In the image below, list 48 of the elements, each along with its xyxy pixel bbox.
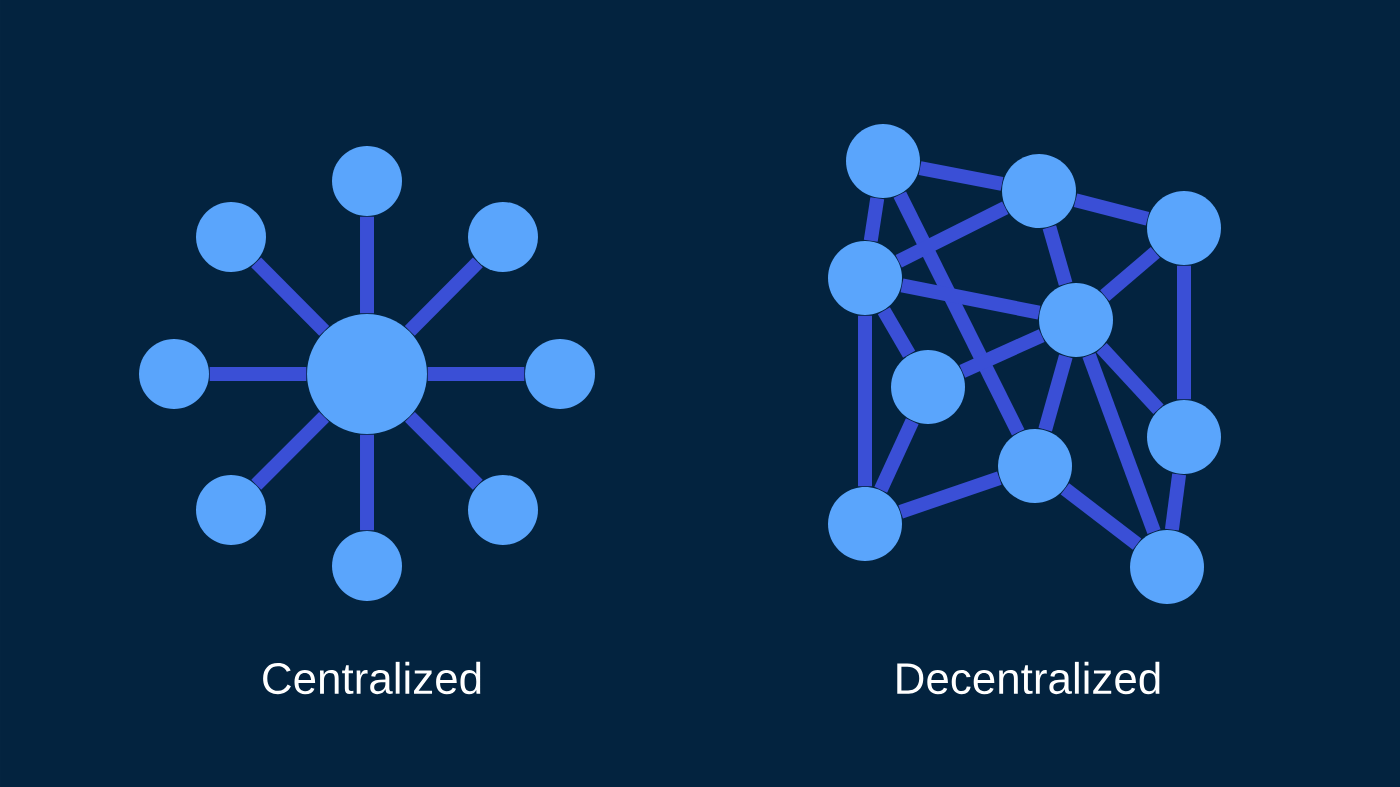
connection-line bbox=[893, 191, 1025, 436]
connection-line bbox=[1082, 352, 1161, 535]
network-node bbox=[1147, 400, 1221, 474]
network-node bbox=[1039, 283, 1113, 357]
connection-line bbox=[918, 161, 1004, 191]
connection-line bbox=[1060, 483, 1142, 550]
connection-line bbox=[1177, 265, 1191, 400]
network-node bbox=[468, 475, 538, 545]
network-node bbox=[307, 314, 427, 434]
connection-line bbox=[877, 307, 916, 358]
connection-line bbox=[209, 367, 307, 381]
network-node bbox=[196, 475, 266, 545]
network-node bbox=[332, 146, 402, 216]
network-node bbox=[828, 241, 902, 315]
connection-line bbox=[1100, 247, 1160, 301]
connection-line bbox=[895, 201, 1009, 268]
connection-line bbox=[1164, 473, 1187, 531]
network-node bbox=[468, 202, 538, 272]
network-node bbox=[525, 339, 595, 409]
connection-line bbox=[360, 434, 374, 531]
connection-line bbox=[404, 257, 483, 336]
network-node bbox=[828, 487, 902, 561]
connection-line bbox=[959, 329, 1045, 378]
connection-line bbox=[251, 257, 330, 336]
connection-line bbox=[900, 278, 1041, 320]
network-node bbox=[998, 429, 1072, 503]
network-node bbox=[196, 202, 266, 272]
connection-line bbox=[858, 315, 872, 487]
network-node bbox=[139, 339, 209, 409]
network-node bbox=[1130, 530, 1204, 604]
connection-line bbox=[360, 216, 374, 314]
connection-line bbox=[405, 411, 483, 490]
connection-line bbox=[1073, 193, 1150, 226]
connection-line bbox=[874, 418, 919, 493]
connection-line bbox=[251, 411, 330, 490]
connection-line bbox=[1038, 354, 1073, 432]
network-node bbox=[332, 531, 402, 601]
network-node bbox=[891, 350, 965, 424]
network-node bbox=[1002, 154, 1076, 228]
network-node bbox=[846, 124, 920, 198]
connection-line bbox=[898, 471, 1002, 519]
caption: Centralized bbox=[263, 661, 481, 695]
connection-line bbox=[863, 197, 885, 242]
caption: Decentralized bbox=[897, 661, 1160, 695]
connection-line bbox=[1096, 342, 1164, 415]
connection-line bbox=[427, 367, 525, 381]
network-node bbox=[1147, 191, 1221, 265]
connection-line bbox=[1042, 225, 1073, 286]
